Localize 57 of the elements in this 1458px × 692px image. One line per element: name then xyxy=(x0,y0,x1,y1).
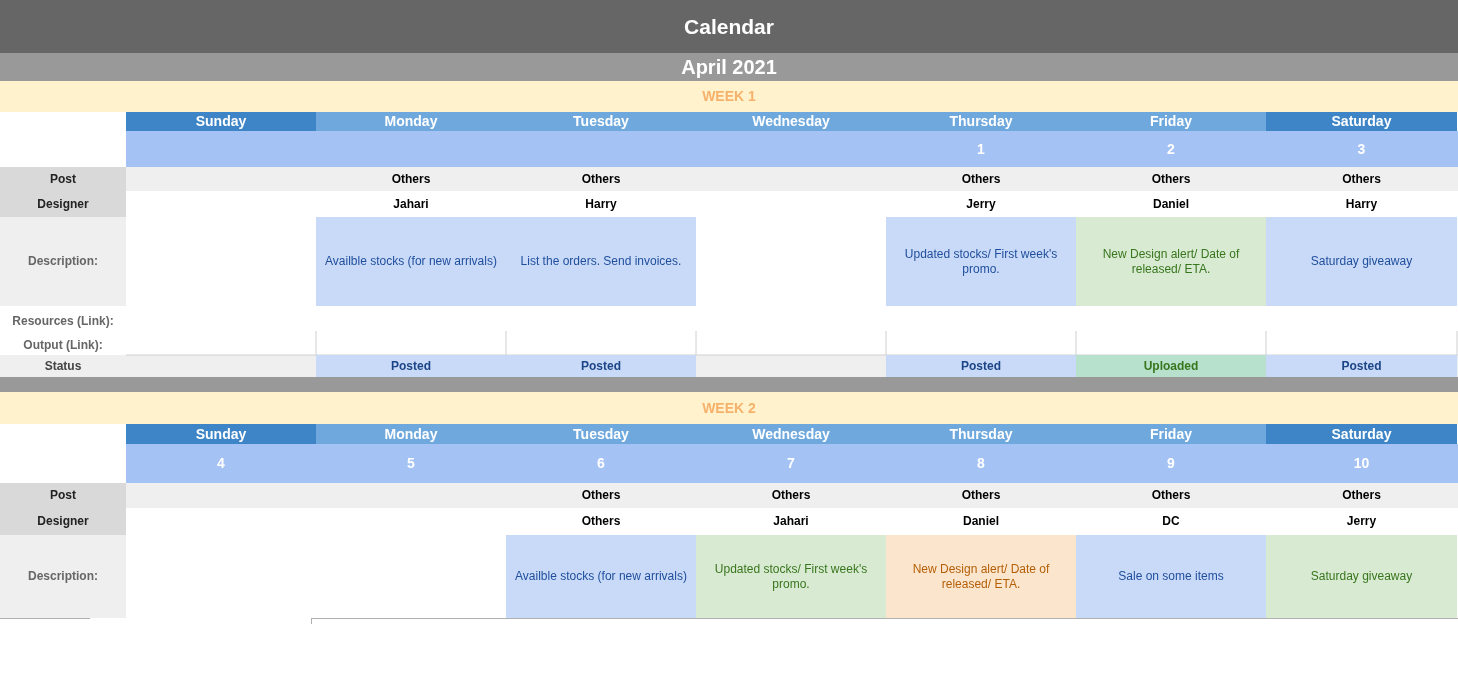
description-text: New Design alert/ Date of released/ ETA. xyxy=(886,535,1076,618)
cell-text: Others xyxy=(580,487,622,504)
row-header: Designer xyxy=(0,508,126,535)
cell-text: Others xyxy=(580,170,622,188)
calendar-title: Calendar xyxy=(0,0,1458,53)
description-text: Availble stocks (for new arrivals) xyxy=(316,217,506,306)
week-heading: WEEK 1 xyxy=(0,81,1458,112)
day-header: Saturday xyxy=(1266,424,1457,444)
description-text: New Design alert/ Date of released/ ETA. xyxy=(1076,217,1266,306)
day-header: Sunday xyxy=(126,112,316,131)
day-header: Friday xyxy=(1076,424,1266,444)
row-header: Designer xyxy=(0,191,126,217)
cell-text: Jahari xyxy=(392,195,430,213)
day-header: Monday xyxy=(316,424,506,444)
row-header: Post xyxy=(0,483,126,508)
cell-text: Others xyxy=(1150,487,1192,504)
cell-text: Jerry xyxy=(965,195,997,213)
month-heading: April 2021 xyxy=(0,53,1458,81)
status-text: Uploaded xyxy=(1076,355,1266,377)
day-header: Monday xyxy=(316,112,506,131)
description-text: Updated stocks/ First week's promo. xyxy=(886,217,1076,306)
day-header: Friday xyxy=(1076,112,1266,131)
description-text: List the orders. Send invoices. xyxy=(506,217,696,306)
cell-text: Others xyxy=(1150,170,1192,188)
cell-text: Daniel xyxy=(962,513,1000,530)
cell-text: Others xyxy=(1341,170,1382,188)
status-text: Posted xyxy=(1266,355,1457,377)
description-text: Saturday giveaway xyxy=(1266,217,1457,306)
week-heading: WEEK 2 xyxy=(0,392,1458,424)
description-text: Availble stocks (for new arrivals) xyxy=(506,535,696,618)
day-header: Tuesday xyxy=(506,424,696,444)
cell-text: Harry xyxy=(1344,195,1379,213)
description-text: Sale on some items xyxy=(1076,535,1266,618)
description-text: Saturday giveaway xyxy=(1266,535,1457,618)
status-text: Posted xyxy=(886,355,1076,377)
status-text: Posted xyxy=(506,355,696,377)
row-header: Post xyxy=(0,167,126,191)
day-header: Wednesday xyxy=(696,112,886,131)
day-header: Thursday xyxy=(886,112,1076,131)
cell-text: Others xyxy=(1341,487,1382,504)
day-header: Wednesday xyxy=(696,424,886,444)
day-header: Thursday xyxy=(886,424,1076,444)
day-header: Saturday xyxy=(1266,112,1457,131)
cell-text: Others xyxy=(960,170,1002,188)
cell-text: Jahari xyxy=(772,513,810,530)
cell-text: Others xyxy=(770,487,812,504)
cell-text: Others xyxy=(960,487,1002,504)
cell-text: Jerry xyxy=(1345,513,1378,530)
status-text: Posted xyxy=(316,355,506,377)
cell-text: DC xyxy=(1161,513,1181,530)
cell-text: Daniel xyxy=(1152,195,1190,213)
cell-text: Harry xyxy=(584,195,618,213)
day-header: Tuesday xyxy=(506,112,696,131)
cell-text: Others xyxy=(580,513,622,530)
day-header: Sunday xyxy=(126,424,316,444)
description-text: Updated stocks/ First week's promo. xyxy=(696,535,886,618)
cell-text: Others xyxy=(390,170,432,188)
